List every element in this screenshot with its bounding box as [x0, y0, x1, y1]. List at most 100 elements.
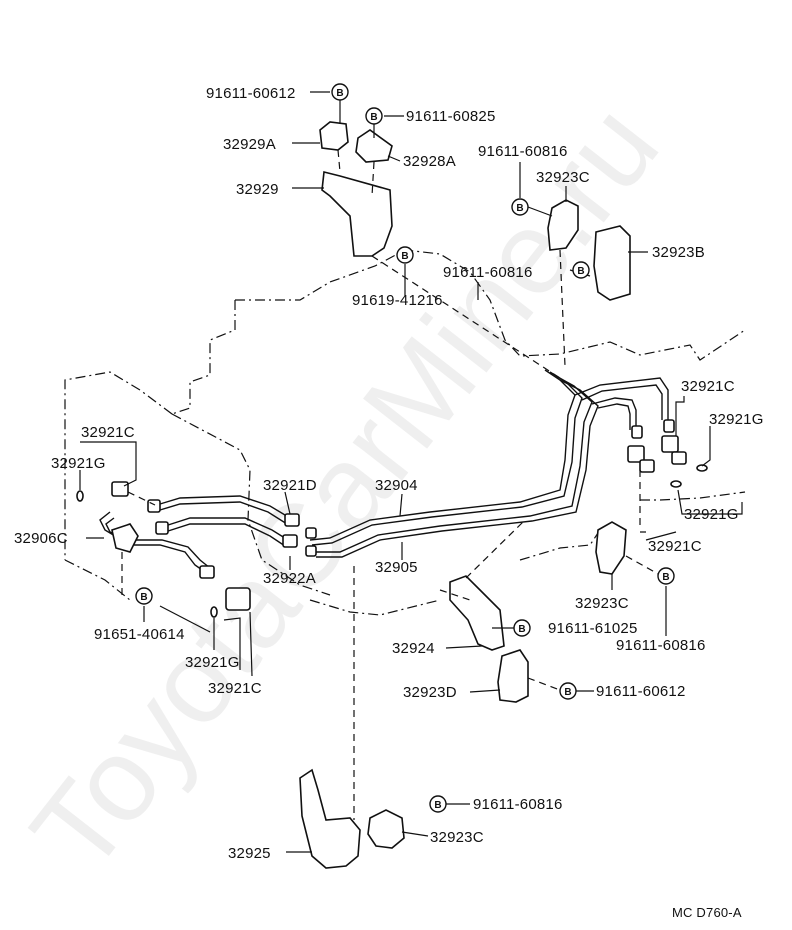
fitting-mid-1: [305, 527, 317, 539]
bracket-32924: [449, 575, 505, 651]
svg-text:B: B: [564, 687, 571, 698]
label-32923c-b: 32923C: [575, 595, 629, 612]
clamp-32929a: [319, 121, 349, 151]
svg-text:B: B: [577, 266, 584, 277]
pipe-32906c-2: [105, 517, 211, 569]
union-32921c-bottom: [225, 587, 251, 611]
bolt-marker-5: B: [572, 261, 590, 279]
label-91611-60816-d: 91611-60816: [473, 796, 563, 813]
dash-32923c-top: [559, 249, 566, 367]
fitting-right-1: [631, 425, 643, 439]
clamp-32923c-bottom: [367, 809, 405, 849]
label-32921g-l1: 32921G: [51, 455, 106, 472]
bolt-marker-9: B: [559, 682, 577, 700]
label-32928a: 32928A: [403, 153, 456, 170]
label-32921g-r2: 32921G: [684, 506, 739, 523]
flare-nut-32922a: [282, 534, 298, 548]
fitting-right-2: [663, 419, 675, 433]
bolt-marker-6: B: [135, 587, 153, 605]
bracket-32925: [299, 768, 361, 869]
pipe-right-upper-2: [581, 384, 663, 420]
gasket-32921g-right-1: [696, 464, 708, 472]
label-32925: 32925: [228, 845, 271, 862]
gasket-32921g-bottom: [210, 606, 218, 618]
svg-text:B: B: [140, 592, 147, 603]
svg-text:B: B: [401, 251, 408, 262]
pipe-left-upper-2: [159, 501, 288, 525]
label-32929a: 32929A: [223, 136, 276, 153]
label-32921c-r2: 32921C: [648, 538, 702, 555]
dash-32929a-32929: [337, 149, 341, 173]
label-32923c-a: 32923C: [536, 169, 590, 186]
label-32923c-c: 32923C: [430, 829, 484, 846]
bracket-32923b: [593, 225, 631, 301]
leader-lines: [79, 91, 743, 853]
gasket-32921g-left: [76, 490, 84, 502]
label-91611-60816-c: 91611-60816: [616, 637, 706, 654]
fitting-left-lower: [199, 565, 215, 579]
label-32929: 32929: [236, 181, 279, 198]
pipe-right-lower: [591, 397, 637, 430]
union-32921c-right-1: [661, 435, 679, 453]
pipe-left-upper: [159, 495, 291, 519]
label-32906c: 32906C: [14, 530, 68, 547]
label-32905: 32905: [375, 559, 418, 576]
label-32923b: 32923B: [652, 244, 705, 261]
label-91619-41216: 91619-41216: [352, 292, 443, 309]
pipe-32906c: [99, 511, 206, 573]
label-91611-60612-top: 91611-60612: [206, 85, 296, 102]
fitting-right-3: [639, 459, 655, 473]
label-32924: 32924: [392, 640, 435, 657]
clamp-32923d: [497, 649, 529, 703]
bolt-marker-4: B: [396, 246, 414, 264]
fitting-mid-2: [305, 545, 317, 557]
label-91611-60816-b: 91611-60816: [443, 264, 533, 281]
svg-text:B: B: [370, 112, 377, 123]
clamp-32923c-top: [547, 199, 579, 251]
diagram-code: MC D760-A: [672, 905, 742, 920]
label-91611-60612-b: 91611-60612: [596, 683, 686, 700]
svg-text:B: B: [518, 624, 525, 635]
union-32921c-left: [111, 481, 129, 497]
svg-text:B: B: [336, 88, 343, 99]
label-32923d: 32923D: [403, 684, 457, 701]
bracket-32929: [321, 171, 393, 257]
label-32921d: 32921D: [263, 477, 317, 494]
label-91651-40614: 91651-40614: [94, 626, 185, 643]
bracket-32928a: [355, 129, 393, 163]
dash-32923d: [527, 677, 561, 691]
pipe-right-lower-2: [597, 403, 631, 430]
clamp-32923c-right: [595, 521, 627, 575]
label-91611-60816-a: 91611-60816: [478, 143, 568, 160]
label-32921c-r1: 32921C: [681, 378, 735, 395]
bolt-marker-7: B: [657, 567, 675, 585]
svg-text:B: B: [434, 800, 441, 811]
label-32921c-l1: 32921C: [81, 424, 135, 441]
bolt-marker-1: B: [331, 83, 349, 101]
dash-32928a-32929: [371, 161, 375, 197]
flare-nut-32921d: [284, 513, 300, 527]
bolt-marker-2: B: [365, 107, 383, 125]
label-91611-61025: 91611-61025: [548, 620, 638, 637]
pipe-right-upper: [574, 377, 669, 420]
fitting-left-2: [155, 521, 169, 535]
bolt-marker-3: B: [511, 198, 529, 216]
svg-text:B: B: [662, 572, 669, 583]
label-32904: 32904: [375, 477, 418, 494]
bolt-marker-8: B: [513, 619, 531, 637]
gasket-32921g-right-2: [670, 480, 682, 488]
svg-text:B: B: [516, 203, 523, 214]
fitting-left-1: [147, 499, 161, 513]
label-91611-60825: 91611-60825: [406, 108, 496, 125]
pipe-left-lower: [164, 517, 289, 541]
label-32921g-b: 32921G: [185, 654, 240, 671]
pipe-left-lower-2: [164, 523, 286, 547]
label-32921g-r1: 32921G: [709, 411, 764, 428]
bolt-marker-10: B: [429, 795, 447, 813]
dash-32929-pipes: [371, 255, 561, 379]
dash-32924: [439, 589, 471, 601]
union-32921c-right-2: [627, 445, 645, 463]
brake-pipe-32905: [314, 375, 599, 558]
dash-left-union: [127, 491, 156, 506]
